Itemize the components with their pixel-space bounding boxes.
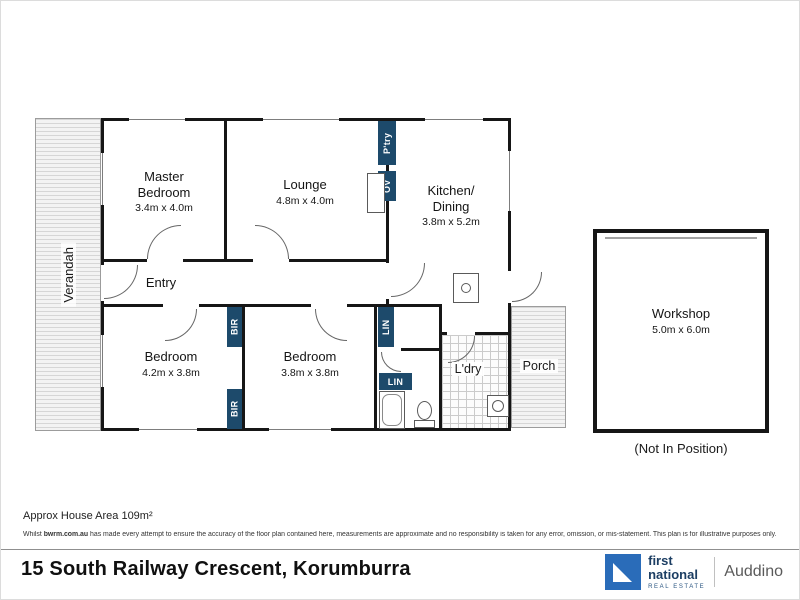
- door-gap: [101, 265, 104, 301]
- room-lounge: Lounge 4.8m x 4.0m: [247, 177, 363, 207]
- room-name: Bedroom: [144, 349, 198, 364]
- room-name: Lounge: [283, 177, 327, 192]
- window: [509, 151, 510, 211]
- house-area-note: Approx House Area 109m²: [23, 510, 153, 522]
- room-bedroom-middle: Bedroom 3.8m x 3.8m: [251, 349, 369, 379]
- disclaimer-post: has made every attempt to ensure the acc…: [88, 531, 777, 538]
- logo-text-stack: first national REAL ESTATE: [648, 554, 705, 589]
- stove-fixture: [453, 273, 479, 303]
- room-dims: 4.2m x 3.8m: [142, 366, 200, 379]
- footer-divider: [1, 549, 799, 550]
- room-bedroom-left: Bedroom 4.2m x 3.8m: [113, 349, 229, 379]
- window: [102, 335, 103, 387]
- logo-brand-sub: REAL ESTATE: [648, 583, 706, 590]
- wall: [289, 259, 389, 262]
- window: [139, 429, 197, 430]
- room-name: Workshop: [651, 306, 711, 321]
- door-arc: [147, 225, 181, 259]
- wall: [401, 348, 442, 351]
- wall: [475, 332, 511, 335]
- verandah-label: Verandah: [60, 242, 76, 307]
- bathtub-inner: [382, 394, 402, 426]
- room-workshop: Workshop 5.0m x 6.0m: [601, 306, 761, 336]
- window: [102, 153, 103, 205]
- agency-logo: first national REAL ESTATE Auddino: [605, 554, 783, 590]
- wall: [347, 304, 442, 307]
- door-arc: [255, 225, 289, 259]
- wall: [183, 259, 253, 262]
- door-arc: [381, 352, 401, 372]
- toilet-bowl-icon: [417, 401, 432, 420]
- porch-label: Porch: [513, 357, 565, 375]
- built-in-robe-tag: BIR: [227, 307, 242, 347]
- room-name: Entry: [145, 275, 177, 290]
- room-name: Kitchen/ Dining: [427, 183, 475, 214]
- room-name: Master Bedroom: [137, 169, 191, 200]
- built-in-robe-tag: BIR: [227, 389, 242, 429]
- first-national-mark-icon: [605, 554, 642, 590]
- logo-brand-line1: first: [648, 553, 673, 569]
- room-master-bedroom: Master Bedroom 3.4m x 4.0m: [105, 169, 223, 214]
- window: [129, 119, 185, 120]
- pantry-tag: P'try: [378, 121, 396, 165]
- stove-burner-icon: [461, 283, 471, 293]
- room-entry: Entry: [133, 275, 189, 291]
- logo-brand-line2: national: [648, 567, 698, 582]
- logo-separator: [714, 557, 716, 587]
- room-dims: 3.8m x 3.8m: [281, 366, 339, 379]
- disclaimer-text: Whilst bwrm.com.au has made every attemp…: [23, 531, 795, 538]
- property-address: 15 South Railway Crescent, Korumburra: [21, 558, 411, 580]
- verandah-area: Verandah: [35, 118, 101, 431]
- disclaimer-pre: Whilst: [23, 531, 44, 538]
- laundry-trough-basin: [492, 400, 504, 412]
- wall: [242, 304, 245, 431]
- window: [263, 119, 339, 120]
- workshop-position-note: (Not In Position): [634, 441, 728, 456]
- toilet-tank-icon: [414, 420, 435, 428]
- room-dims: 3.8m x 5.2m: [422, 216, 480, 229]
- door-arc: [512, 272, 542, 302]
- porch-label-text: Porch: [519, 359, 559, 373]
- door-arc: [165, 309, 197, 341]
- heater-fixture: [367, 173, 385, 213]
- wall: [439, 304, 442, 431]
- door-arc: [315, 309, 347, 341]
- wall: [199, 304, 311, 307]
- wall: [386, 299, 389, 307]
- wall: [442, 332, 447, 335]
- room-dims: 4.8m x 4.0m: [276, 194, 334, 207]
- wall: [374, 304, 377, 431]
- wall: [101, 304, 163, 307]
- room-name: Bedroom: [283, 349, 337, 364]
- window: [425, 119, 483, 120]
- workshop-door-line: [605, 237, 757, 239]
- door-arc: [391, 263, 425, 297]
- workshop-building: [593, 229, 769, 433]
- room-kitchen-dining: Kitchen/ Dining 3.8m x 5.2m: [397, 183, 505, 228]
- room-dims: 3.4m x 4.0m: [135, 202, 193, 215]
- wall: [101, 259, 147, 262]
- linen-tag: LIN: [379, 373, 412, 390]
- room-dims: 5.0m x 6.0m: [652, 323, 710, 336]
- linen-tag: LIN: [378, 307, 394, 347]
- room-name: L'dry: [451, 362, 485, 376]
- door-gap: [508, 271, 511, 303]
- room-laundry: L'dry: [441, 360, 495, 378]
- disclaimer-brand: bwrm.com.au: [43, 531, 89, 538]
- window: [269, 429, 331, 430]
- logo-agency-name: Auddino: [724, 563, 783, 580]
- wall: [224, 118, 227, 259]
